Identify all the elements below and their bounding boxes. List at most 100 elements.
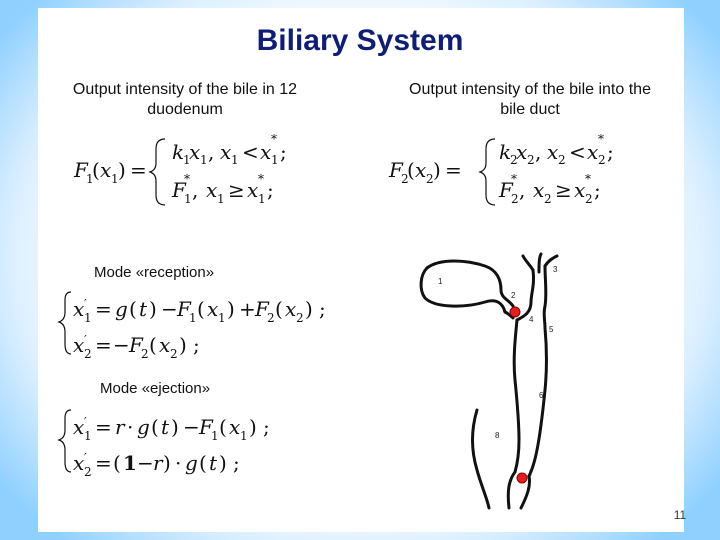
svg-text:2: 2 <box>141 347 149 361</box>
svg-text:): ) <box>171 415 179 439</box>
svg-text:=: = <box>95 297 112 321</box>
diagram-label-6: 6 <box>539 391 544 400</box>
svg-text:x: x <box>73 415 84 439</box>
svg-text:x: x <box>189 140 200 164</box>
svg-text:*: * <box>271 132 277 146</box>
svg-text:;: ; <box>594 178 601 202</box>
svg-text:1: 1 <box>200 153 208 167</box>
svg-text:): ) <box>305 297 313 321</box>
left-heading: Output intensity of the bile in 12 duode… <box>50 80 320 120</box>
svg-text:g: g <box>115 297 128 321</box>
svg-text:1: 1 <box>84 429 92 443</box>
svg-text:*: * <box>598 132 604 146</box>
svg-text:): ) <box>249 415 257 439</box>
formula-reception: x 1 ′ = g ( t ) − F 1 ( x 1 ) + F 2 ( x … <box>55 282 355 367</box>
svg-text:x: x <box>73 297 84 321</box>
svg-text:,: , <box>192 178 198 202</box>
svg-text:(: ( <box>197 297 205 321</box>
svg-text:1: 1 <box>240 429 248 443</box>
svg-text:1: 1 <box>189 311 197 325</box>
svg-text:<: < <box>242 140 259 164</box>
svg-text:): ) <box>219 451 227 475</box>
gallbladder-outline <box>421 268 505 312</box>
svg-text:′: ′ <box>84 297 87 311</box>
svg-text:2: 2 <box>598 153 606 167</box>
svg-text:t: t <box>139 297 148 321</box>
svg-text:1: 1 <box>211 429 219 443</box>
svg-text:*: * <box>258 172 264 186</box>
svg-text:(: ( <box>149 333 157 357</box>
svg-text:2: 2 <box>558 153 566 167</box>
svg-text:1: 1 <box>84 311 92 325</box>
svg-text:): ) <box>179 333 187 357</box>
svg-text:=: = <box>445 158 462 182</box>
svg-text:=: = <box>95 333 112 357</box>
svg-text:g: g <box>137 415 150 439</box>
biliary-system-diagram: 1 2 3 4 5 6 7 8 <box>405 250 585 510</box>
svg-text:x: x <box>100 158 111 182</box>
svg-text:·: · <box>175 451 181 475</box>
svg-text:): ) <box>149 297 157 321</box>
svg-text:(: ( <box>275 297 283 321</box>
svg-text:*: * <box>585 172 591 186</box>
formula-ejection: x 1 ′ = r · g ( t ) − F 1 ( x 1 ) ; x 2 … <box>55 400 355 485</box>
mode-reception-label: Mode «reception» <box>94 264 214 281</box>
svg-text:≥: ≥ <box>228 178 245 202</box>
svg-text:−: − <box>161 297 178 321</box>
svg-text:x: x <box>415 158 426 182</box>
svg-text:=: = <box>130 158 147 182</box>
svg-text:1: 1 <box>271 153 279 167</box>
svg-text:1: 1 <box>218 311 226 325</box>
formula-f2: F 2 ( x 2 ) = k 2 x 2 , x 2 < x 2 * ; F … <box>385 125 655 220</box>
svg-text:2: 2 <box>267 311 275 325</box>
svg-text:*: * <box>184 172 190 186</box>
svg-text:2: 2 <box>511 192 519 206</box>
svg-text:): ) <box>227 297 235 321</box>
svg-text:x: x <box>533 178 544 202</box>
svg-text:x: x <box>285 297 296 321</box>
diagram-label-1: 1 <box>438 277 443 286</box>
svg-text:t: t <box>209 451 218 475</box>
svg-text:;: ; <box>193 333 200 357</box>
svg-text:1: 1 <box>217 192 225 206</box>
svg-text:+: + <box>239 297 256 321</box>
svg-text:1: 1 <box>123 451 137 475</box>
svg-text:;: ; <box>267 178 274 202</box>
svg-text:x: x <box>547 140 558 164</box>
svg-text:;: ; <box>607 140 614 164</box>
svg-text:1: 1 <box>231 153 239 167</box>
svg-text:=: = <box>95 451 112 475</box>
diagram-label-3: 3 <box>553 265 558 274</box>
svg-text:r: r <box>115 415 126 439</box>
mode-ejection-label: Mode «ejection» <box>100 380 210 397</box>
svg-text:(: ( <box>219 415 227 439</box>
svg-text:;: ; <box>319 297 326 321</box>
svg-text:): ) <box>118 158 126 182</box>
diagram-label-2: 2 <box>511 291 516 300</box>
svg-text:′: ′ <box>84 451 87 465</box>
svg-text:x: x <box>207 297 218 321</box>
svg-text:x: x <box>587 140 598 164</box>
svg-text:g: g <box>185 451 198 475</box>
svg-text:(: ( <box>129 297 137 321</box>
svg-text:(: ( <box>407 158 415 182</box>
diagram-label-5: 5 <box>549 325 554 334</box>
svg-text:<: < <box>569 140 586 164</box>
svg-text:;: ; <box>280 140 287 164</box>
svg-text:x: x <box>574 178 585 202</box>
svg-text:(: ( <box>92 158 100 182</box>
svg-text:2: 2 <box>527 153 535 167</box>
svg-text:x: x <box>73 451 84 475</box>
slide-title: Biliary System <box>0 24 720 58</box>
svg-text:1: 1 <box>258 192 266 206</box>
svg-text:x: x <box>73 333 84 357</box>
svg-text:(: ( <box>151 415 159 439</box>
svg-text:·: · <box>127 415 133 439</box>
svg-text:(: ( <box>113 451 121 475</box>
svg-text:,: , <box>535 140 541 164</box>
svg-text:x: x <box>516 140 527 164</box>
formula-f1: F 1 ( x 1 ) = k 1 x 1 , x 1 < x 1 * ; F … <box>70 125 340 220</box>
diagram-label-8: 8 <box>495 431 500 440</box>
svg-text:x: x <box>206 178 217 202</box>
svg-text:*: * <box>511 172 517 186</box>
